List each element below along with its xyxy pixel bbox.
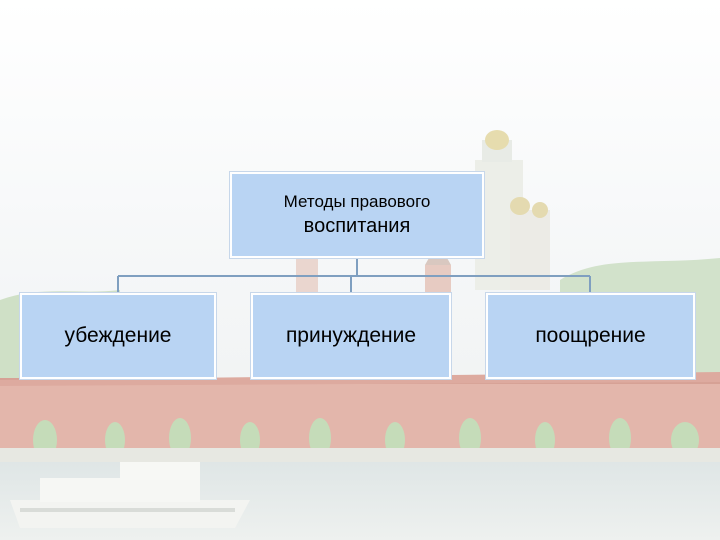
child-node-encouragement: поощрение	[486, 293, 695, 379]
child-node-label: поощрение	[535, 324, 646, 347]
root-node-label-line1: Методы правового	[283, 192, 431, 211]
child-node-label: принуждение	[285, 324, 417, 347]
child-node-persuasion: убеждение	[20, 293, 216, 379]
child-node-label: убеждение	[64, 324, 172, 347]
root-node: Методы правового воспитания	[230, 172, 484, 258]
child-node-coercion: принуждение	[251, 293, 451, 379]
root-node-label-line2: воспитания	[303, 215, 411, 237]
